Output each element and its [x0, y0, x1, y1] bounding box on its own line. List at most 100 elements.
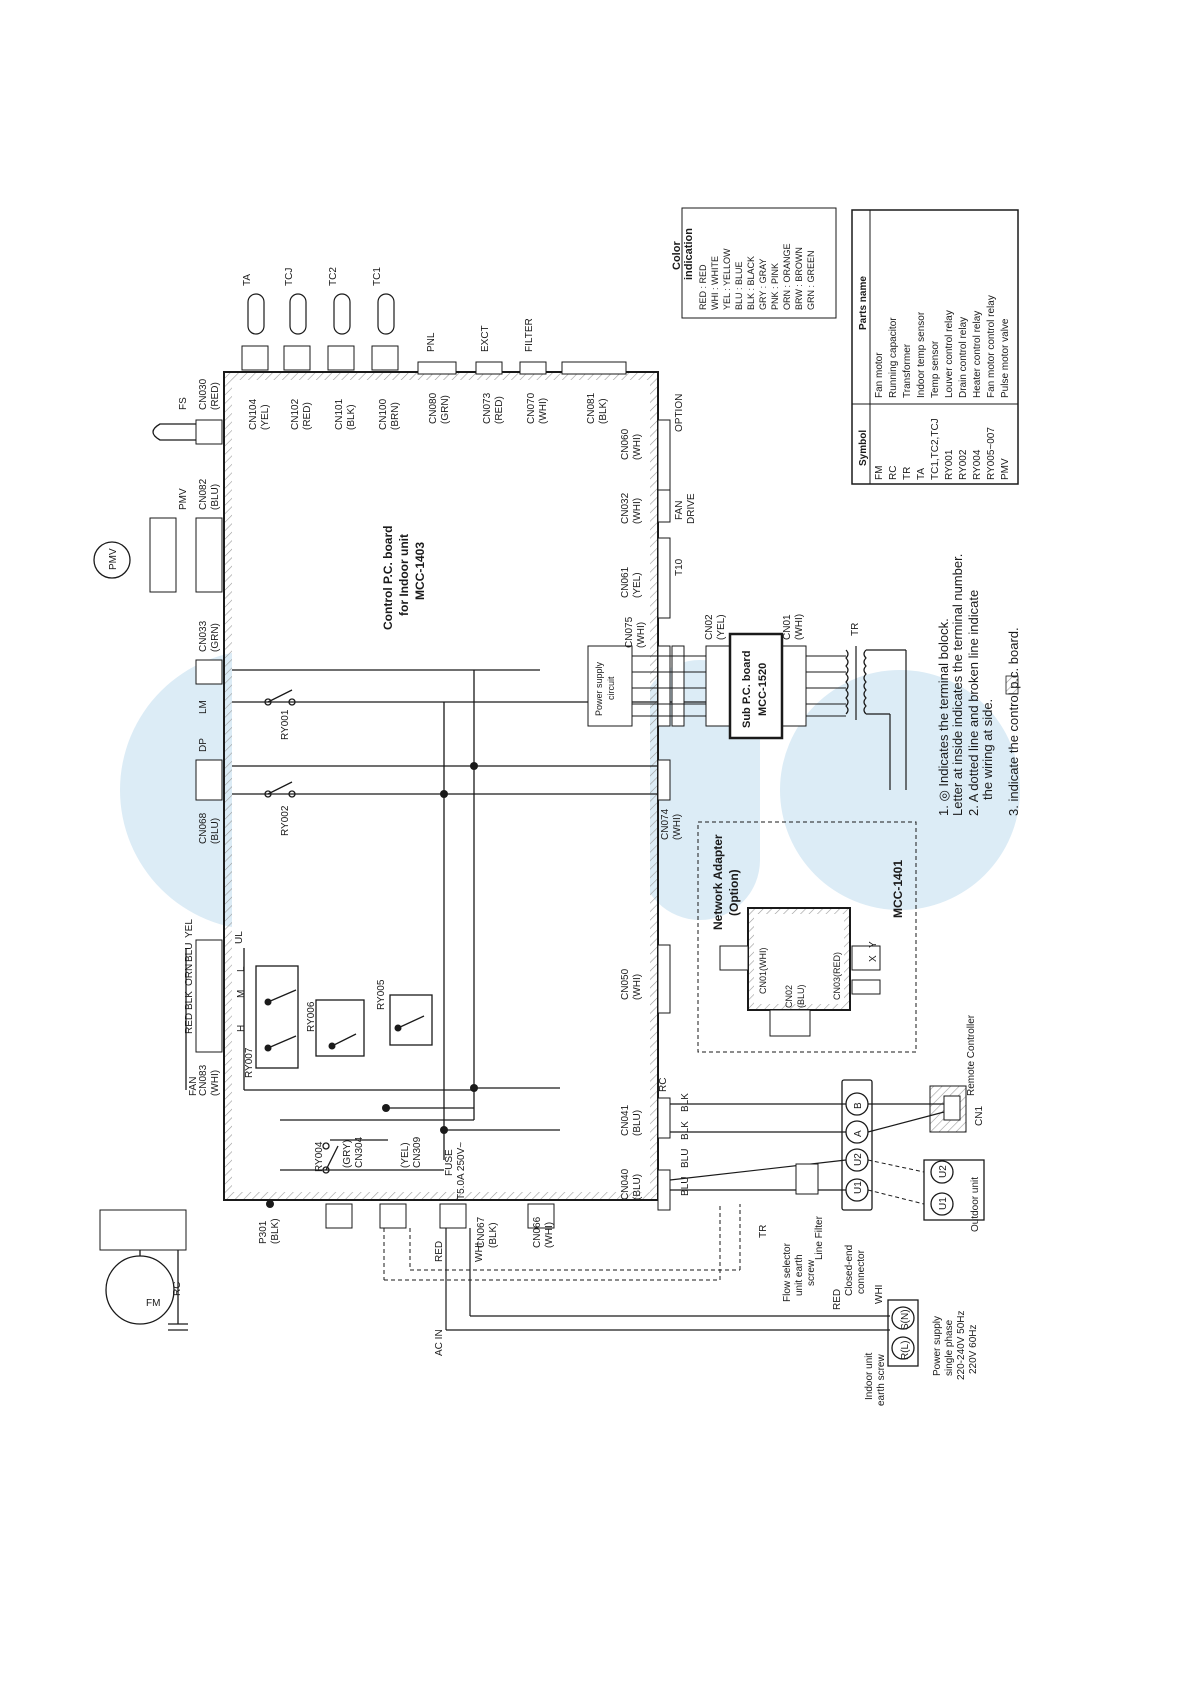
- label-cn075_c: (WHI): [636, 622, 647, 648]
- fan-motor: [105, 1250, 188, 1331]
- label-red3: RED: [832, 1289, 843, 1310]
- label-ry005: RY005: [376, 979, 387, 1010]
- table-part-4: Temp sensor: [930, 340, 941, 398]
- label-cn033_c: (GRN): [210, 623, 221, 652]
- label-t10: T10: [674, 558, 685, 576]
- label-cn082: CN082: [198, 478, 209, 510]
- label-cn02_c: (YEL): [716, 614, 727, 640]
- label-cn067: CN067: [476, 1216, 487, 1248]
- label-lm: LM: [198, 700, 209, 714]
- line-filter: [795, 1163, 819, 1195]
- sensor-cn-1: CN102: [290, 398, 301, 430]
- label-ry002: RY002: [280, 805, 291, 836]
- label-ry004: RY004: [314, 1141, 325, 1172]
- label-fan_drive_2: DRIVE: [686, 493, 697, 524]
- label-remote: Remote Controller: [966, 1014, 977, 1096]
- label-cn083: CN083: [198, 1064, 209, 1096]
- label-ry006: RY006: [306, 1001, 317, 1032]
- note-2: 2. A dotted line and broken line indicat…: [966, 590, 981, 816]
- label-cn066: CN066: [532, 1216, 543, 1248]
- label-cn033: CN033: [198, 620, 209, 652]
- right-color-0: (GRN): [440, 395, 451, 424]
- color-indication-box: [681, 207, 837, 319]
- label-whi3: WHI: [874, 1285, 885, 1304]
- parts-table: [851, 209, 1019, 485]
- label-cn074_c: (WHI): [672, 814, 683, 840]
- label-cn061: CN061: [620, 566, 631, 598]
- label-rl: R(L): [900, 1341, 911, 1360]
- color-entry-0: RED : RED: [698, 264, 708, 310]
- label-cn032_c: (WHI): [632, 498, 643, 524]
- label-pmv_name: PMV: [178, 488, 189, 510]
- network-adapter-model: MCC-1401: [891, 860, 905, 918]
- label-dp: DP: [198, 738, 209, 752]
- relay-ry002: [264, 781, 296, 798]
- table-header-symbol: Symbol: [858, 430, 869, 466]
- board-title-2: for Indoor unit: [397, 534, 411, 616]
- label-cn030: CN030: [198, 378, 209, 410]
- sensor-color-3: (BRN): [390, 402, 401, 430]
- note-3: the wiring at side.: [980, 699, 995, 800]
- network-adapter-title: Network Adapter: [711, 834, 725, 930]
- transformer-tr: [845, 646, 907, 790]
- label-flow_1: Flow selector: [782, 1242, 793, 1302]
- color-entry-4: BLK : BLACK: [746, 256, 756, 310]
- color-title-2: indication: [683, 228, 695, 280]
- label-blu: BLU: [184, 943, 195, 962]
- color-entry-6: PNK : PINK: [770, 263, 780, 310]
- label-red2: RED: [434, 1241, 445, 1262]
- table-symbol-5: RY001: [944, 449, 955, 480]
- sensor-cn-3: CN100: [378, 398, 389, 430]
- table-symbol-9: PMV: [1000, 458, 1011, 480]
- table-part-8: Fan motor control relay: [986, 295, 997, 398]
- sensor-color-0: (YEL): [260, 404, 271, 430]
- relay-ry004: [322, 1142, 339, 1174]
- label-closed_2: connector: [856, 1249, 867, 1294]
- table-part-3: Indoor temp sensor: [916, 311, 927, 398]
- table-symbol-7: RY004: [972, 449, 983, 480]
- label-ul: UL: [234, 931, 245, 944]
- right-cn-3: CN081: [586, 392, 597, 424]
- label-blk_b: BLK: [680, 1093, 691, 1112]
- label-ry001: RY001: [280, 709, 291, 740]
- right-cn-1: CN073: [482, 392, 493, 424]
- color-entry-5: GRY : GRAY: [758, 258, 768, 310]
- label-red: RED: [184, 1013, 195, 1034]
- label-outdoor: Outdoor unit: [970, 1177, 981, 1232]
- na-cn03: CN03(RED): [832, 952, 842, 1000]
- label-cn060_c: (WHI): [632, 434, 643, 460]
- label-m: M: [236, 990, 247, 998]
- power-supply-line2: circuit: [606, 676, 616, 700]
- label-cn030_c: (RED): [210, 382, 221, 410]
- right-name-2: FILTER: [524, 318, 535, 352]
- label-p301_c: (BLK): [270, 1218, 281, 1244]
- label-blk_a: BLK: [680, 1121, 691, 1140]
- na-cn01: CN01(WHI): [758, 947, 768, 994]
- label-u1: U1: [853, 1181, 864, 1194]
- table-part-6: Drain control relay: [958, 317, 969, 398]
- label-cn041: CN041: [620, 1104, 631, 1136]
- fan-relays: [185, 948, 474, 1091]
- label-cn050: CN050: [620, 968, 631, 1000]
- label-x: X: [868, 955, 879, 962]
- label-u2: U2: [853, 1153, 864, 1166]
- table-part-9: Pulse motor valve: [1000, 318, 1011, 398]
- control-board: [223, 371, 659, 1201]
- sensor-name-1: TCJ: [284, 268, 295, 286]
- label-ps_1: Power supply: [932, 1316, 943, 1376]
- right-cn-2: CN070: [526, 392, 537, 424]
- terminal-block-outdoor: [923, 1159, 985, 1221]
- relay-ry001: [264, 689, 296, 706]
- label-cn032: CN032: [620, 492, 631, 524]
- label-closed_1: Closed-end: [844, 1245, 855, 1296]
- sub-board-title: Sub P.C. board: [741, 651, 753, 728]
- label-cn060: CN060: [620, 428, 631, 460]
- label-h: H: [236, 1025, 247, 1032]
- label-a: A: [853, 1130, 864, 1137]
- label-fan_drive_1: FAN: [674, 501, 685, 520]
- connector-pins: [99, 345, 807, 1251]
- sensor-name-2: TC2: [328, 267, 339, 286]
- label-tr_bottom: TR: [758, 1225, 769, 1238]
- color-entry-7: ORN : ORANGE: [782, 243, 792, 310]
